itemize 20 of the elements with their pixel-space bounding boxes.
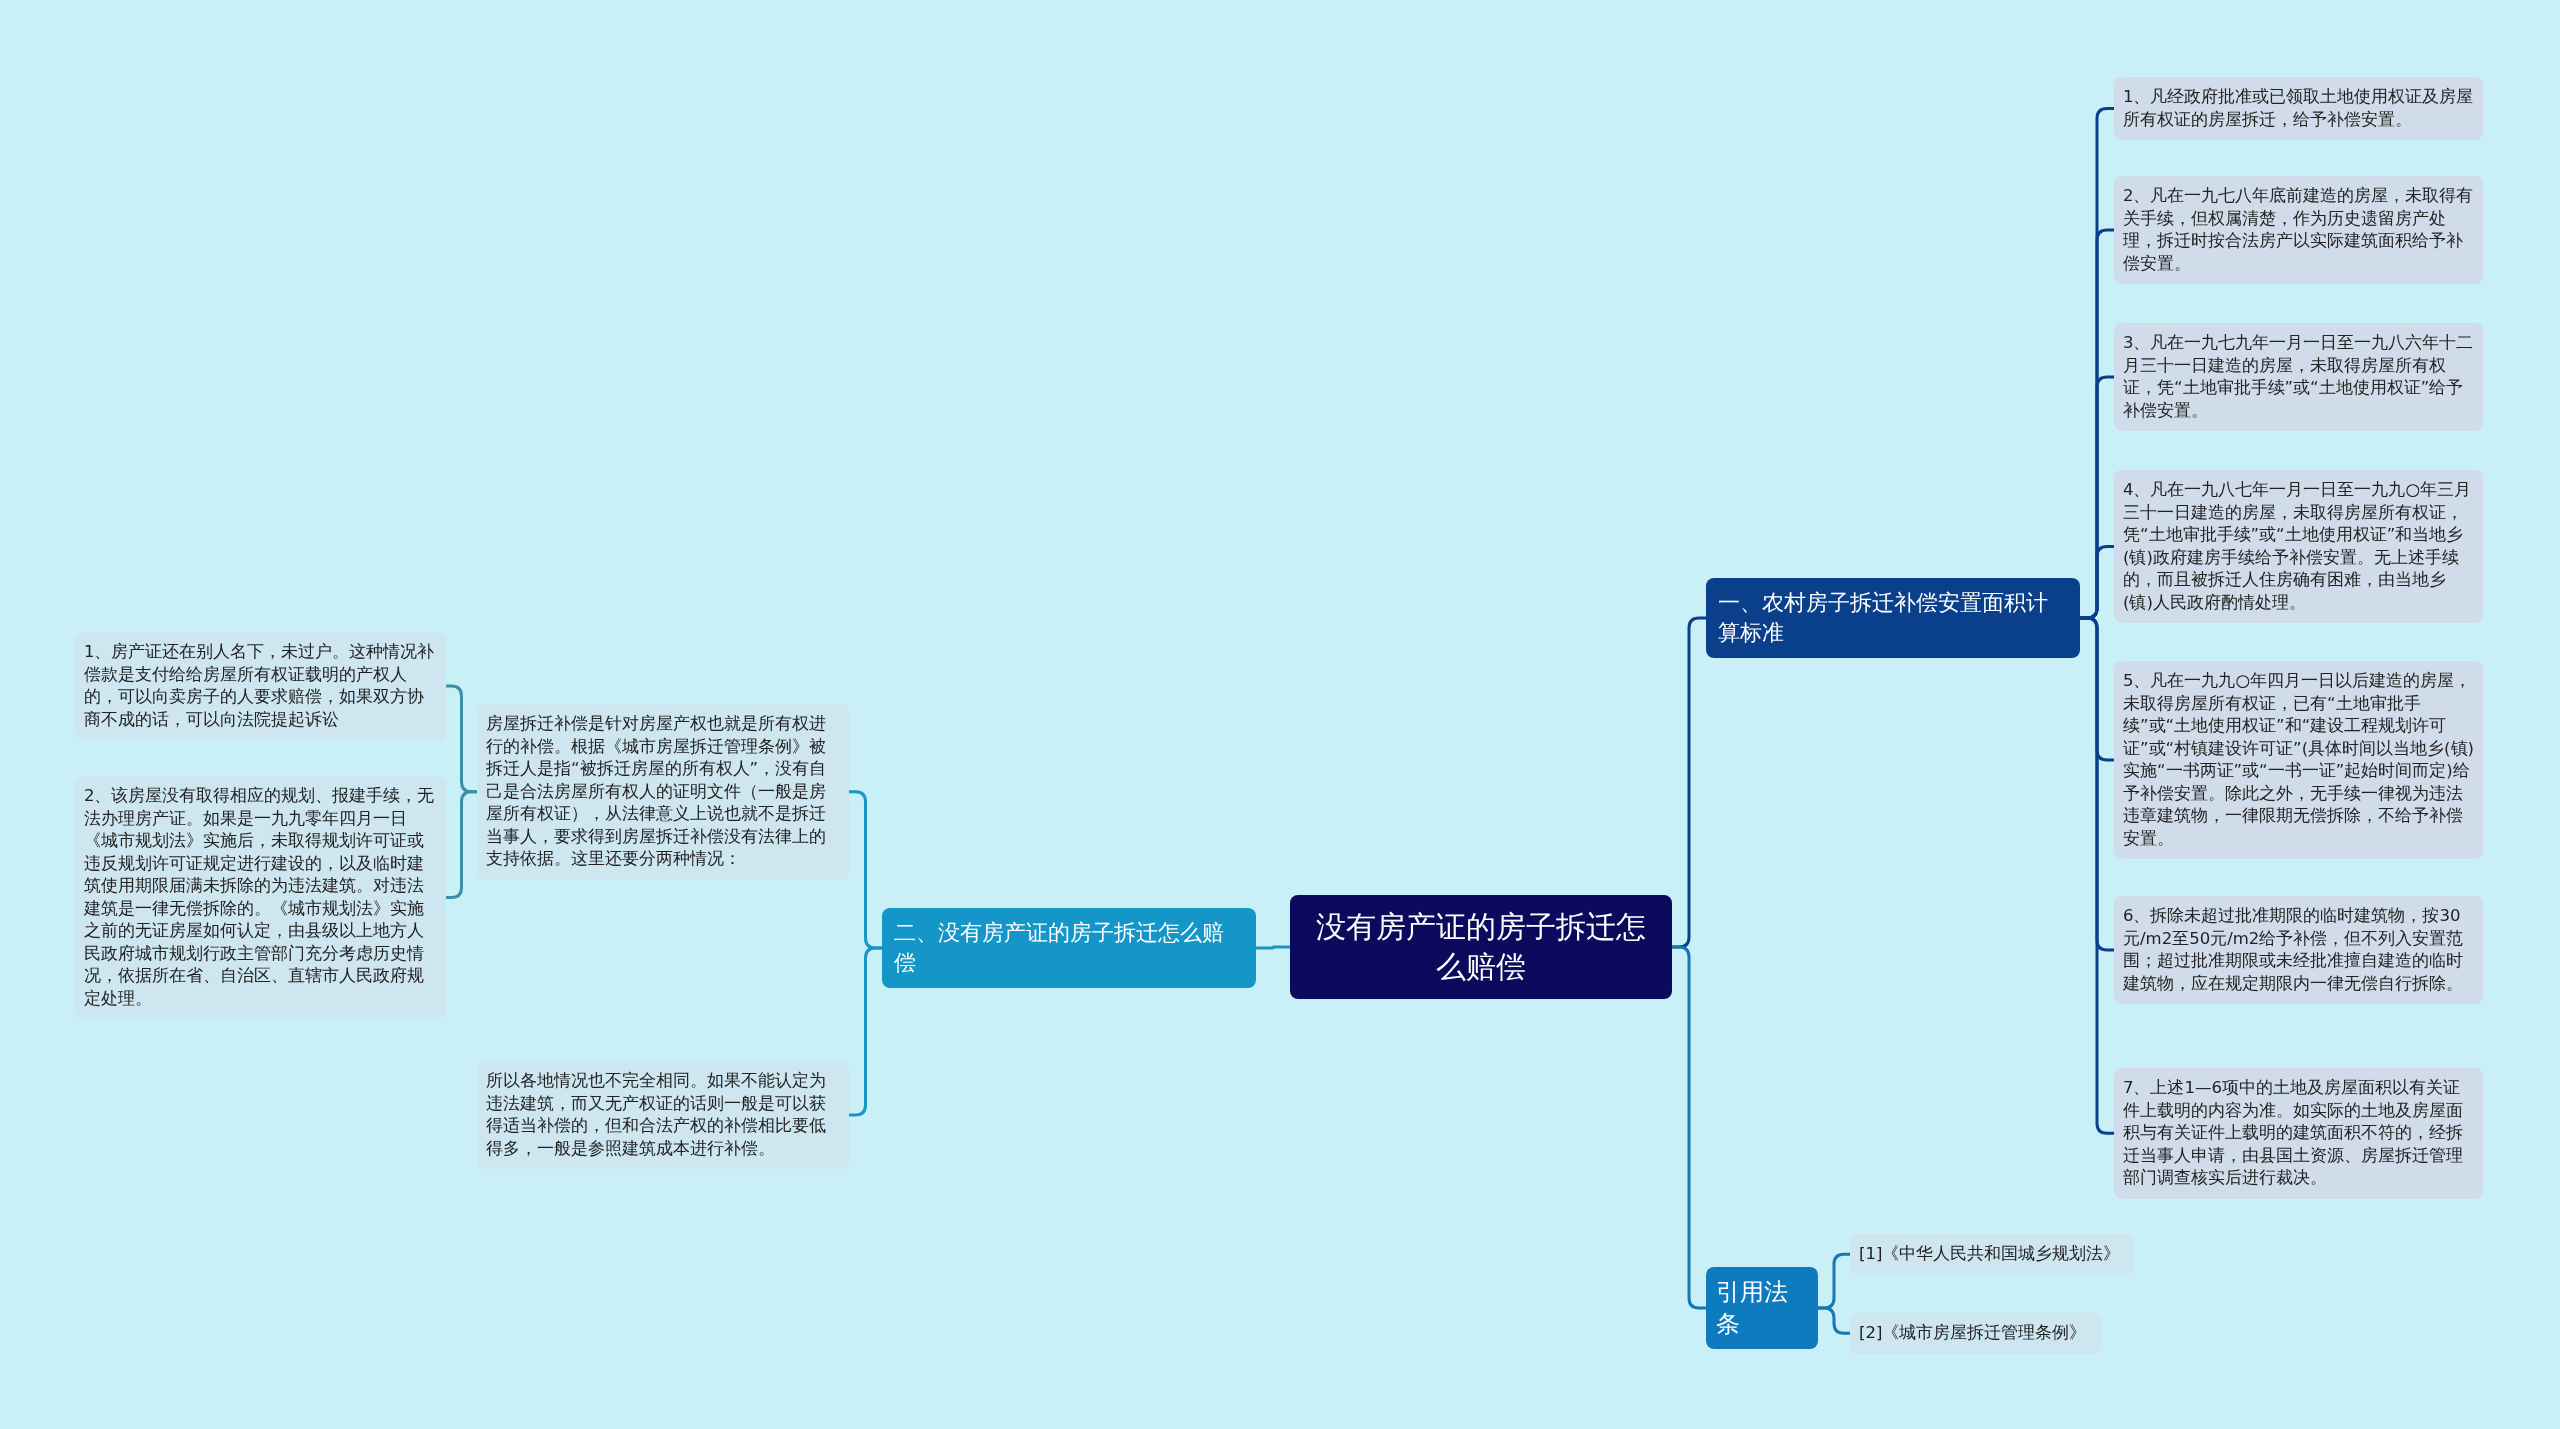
connector-line bbox=[1818, 1306, 1850, 1335]
central-topic-box: 没有房产证的房子拆迁怎么赔偿 bbox=[1290, 895, 1672, 999]
reference-card: [1]《中华人民共和国城乡规划法》 bbox=[1850, 1234, 2134, 1275]
text-card: 所以各地情况也不完全相同。如果不能认定为违法建筑，而又无产权证的话则一般是可以获得适当补偿的，但和合法产权的补偿相比要低得多，一般是参照建筑成本进行补偿。 bbox=[477, 1061, 849, 1169]
text-card: 1、凡经政府批准或已领取土地使用权证及房屋所有权证的房屋拆迁，给予补偿安置。 bbox=[2114, 77, 2483, 140]
branch-topic-box: 二、没有房产证的房子拆迁怎么赔偿 bbox=[882, 908, 1256, 988]
branch-topic-box: 一、农村房子拆迁补偿安置面积计算标准 bbox=[1706, 578, 2080, 658]
branch-topic-box: 引用法条 bbox=[1706, 1267, 1818, 1349]
text-card: 4、凡在一九八七年一月一日至一九九○年三月三十一日建造的房屋，未取得房屋所有权证，凭“土地审批手续”或“土地使用权证”和当地乡(镇)政府建房手续给予补偿安置。无上述手续的，而且被拆迁人住房确有困难，由当地乡(镇)人民政府酌情处理。 bbox=[2114, 470, 2483, 623]
text-card: 2、该房屋没有取得相应的规划、报建手续，无法办理房产证。如果是一九九零年四月一日《城市规划法》实施后，未取得规划许可证或违反规划许可证规定进行建设的，以及临时建筑使用期限届满未拆除的为违法建筑。对违法建筑是一律无偿拆除的。《城市规划法》实施之前的无证房屋如何认定，由县级以上地方人民政府城市规划行政主管部门充分考虑历史情况，依据所在省、自治区、直辖市人民政府规定处理。 bbox=[75, 776, 446, 1019]
text-card: 7、上述1—6项中的土地及房屋面积以有关证件上载明的内容为准。如实际的土地及房屋面积与有关证件上载明的建筑面积不符的，经拆迁当事人申请，由县国土资源、房屋拆迁管理部门调查核实后进行裁决。 bbox=[2114, 1068, 2483, 1199]
connector-line bbox=[849, 946, 882, 1117]
reference-card: [2]《城市房屋拆迁管理条例》 bbox=[1850, 1313, 2101, 1354]
text-card: 1、房产证还在别人名下，未过户。这种情况补偿款是支付给给房屋所有权证载明的产权人的，可以向卖房子的人要求赔偿，如果双方协商不成的话，可以向法院提起诉讼 bbox=[75, 632, 446, 740]
text-card: 6、拆除未超过批准期限的临时建筑物，按30元/m2至50元/m2给予补偿，但不列入安置范围；超过批准期限或未经批准擅自建造的临时建筑物，应在规定期限内一律无偿自行拆除。 bbox=[2114, 896, 2483, 1004]
text-card: 房屋拆迁补偿是针对房屋产权也就是所有权进行的补偿。根据《城市房屋拆迁管理条例》被拆迁人是指“被拆迁房屋的所有权人”，没有自己是合法房屋所有权人的证明文件（一般是房屋所有权证），从法律意义上说也就不是拆迁当事人，要求得到房屋拆迁补偿没有法律上的支持依据。这里还要分两种情况： bbox=[477, 704, 849, 880]
text-card: 2、凡在一九七八年底前建造的房屋，未取得有关手续，但权属清楚，作为历史遗留房产处理，拆迁时按合法房产以实际建筑面积给予补偿安置。 bbox=[2114, 176, 2483, 284]
text-card: 3、凡在一九七九年一月一日至一九八六年十二月三十一日建造的房屋，未取得房屋所有权证，凭“土地审批手续”或“土地使用权证”给予补偿安置。 bbox=[2114, 323, 2483, 431]
connector-line bbox=[1256, 945, 1290, 950]
text-card: 5、凡在一九九○年四月一日以后建造的房屋，未取得房屋所有权证，已有“土地审批手续”或“土地使用权证”和“建设工程规划许可证”或“村镇建设许可证”(具体时间以当地乡(镇)实施“一书两证”或“一书一证”起始时间而定)给予补偿安置。除此之外，无手续一律视为违法违章建筑物，一律限期无偿拆除，不给予补偿安置。 bbox=[2114, 661, 2483, 859]
